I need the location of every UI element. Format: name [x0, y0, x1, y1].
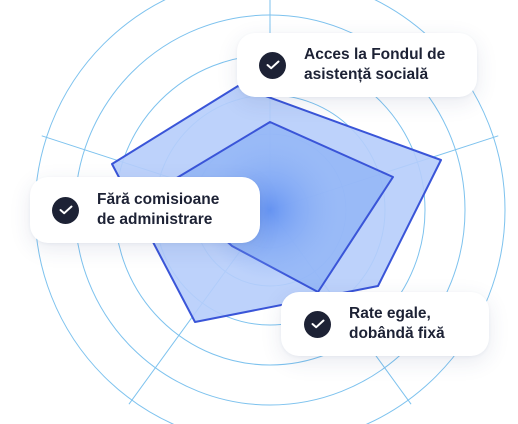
card-label-line2: dobândă fixă [349, 325, 445, 342]
card-label-line1: Acces la Fondul de [304, 46, 446, 63]
card-label: Acces la Fondul de asistență socială [304, 45, 445, 85]
check-icon [304, 310, 331, 338]
card-label-line1: Rate egale, [349, 305, 431, 322]
card-label: Rate egale, dobândă fixă [349, 304, 445, 344]
card-label-line2: de administrare [97, 211, 213, 228]
center-glow [200, 140, 340, 280]
check-icon [259, 51, 286, 79]
feature-card-social-fund: Acces la Fondul de asistență socială [237, 33, 477, 97]
feature-card-fixed-rates: Rate egale, dobândă fixă [281, 292, 489, 356]
card-label-line1: Fără comisioane [97, 191, 220, 208]
check-icon [52, 196, 79, 224]
card-label: Fără comisioane de administrare [97, 190, 219, 230]
feature-card-no-fees: Fără comisioane de administrare [30, 177, 260, 243]
card-label-line2: asistență socială [304, 66, 429, 83]
